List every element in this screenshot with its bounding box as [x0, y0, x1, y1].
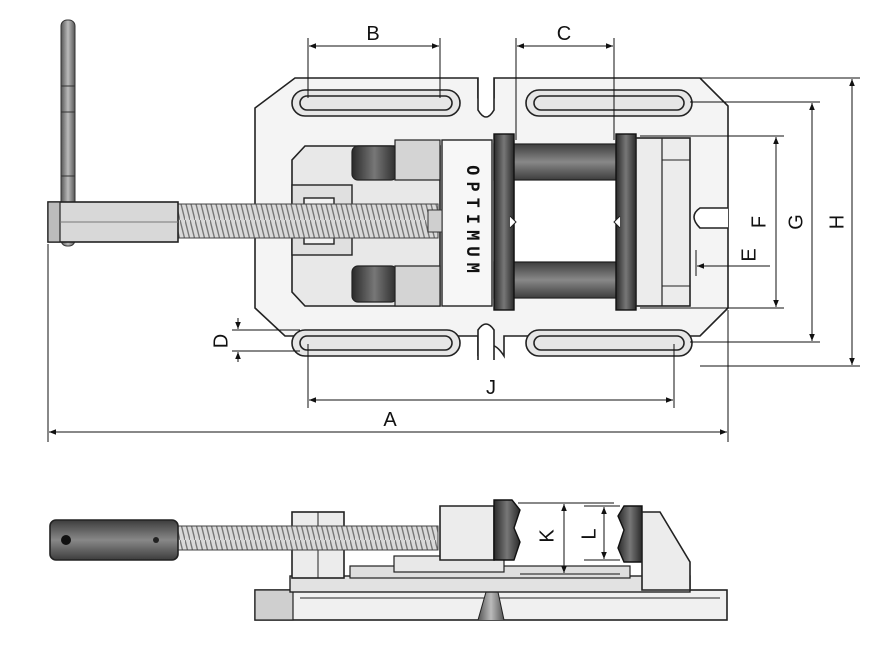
side-view-dimensions	[518, 502, 620, 575]
dim-label-h: H	[826, 215, 848, 229]
dim-label-b: B	[366, 23, 379, 45]
side-spindle-thread	[175, 525, 439, 551]
spindle-thread	[175, 203, 439, 239]
bottom-notch	[477, 323, 495, 360]
top-view: OPTIMUM	[47, 19, 729, 360]
dim-label-j: J	[486, 377, 496, 399]
brand-plate	[441, 139, 493, 307]
dim-label-e: E	[738, 248, 760, 261]
dim-label-c: C	[557, 23, 571, 45]
jaw-opening	[513, 179, 619, 263]
side-fixed-jaw-body	[641, 511, 691, 591]
fixed-jaw-body	[635, 137, 691, 307]
slot-top-left	[291, 89, 461, 117]
side-handle-nut	[49, 519, 179, 561]
right-notch	[693, 207, 728, 229]
dim-label-f: F	[748, 216, 770, 228]
side-fixed-jaw-plate	[617, 505, 643, 563]
slot-bottom-left	[291, 329, 461, 357]
side-movable-jaw-plate	[493, 499, 521, 561]
dim-label-a: A	[383, 409, 397, 431]
brand-label: OPTIMUM	[462, 165, 482, 279]
slot-bottom-right	[525, 329, 693, 357]
dim-label-k: K	[536, 529, 558, 543]
guide-block-upper	[351, 145, 398, 181]
slot-top-right	[525, 89, 693, 117]
top-view-dimensions	[47, 38, 860, 442]
handle-lever-bar	[60, 19, 76, 247]
guide-block-lower	[351, 265, 398, 303]
dim-label-l: L	[578, 528, 600, 539]
dim-label-g: G	[785, 214, 807, 230]
mounting-slots	[291, 89, 693, 357]
side-view-dimension-labels: K L	[536, 528, 600, 542]
top-view-dimension-labels: B C D E F G H J A	[210, 23, 848, 431]
side-view	[49, 499, 728, 621]
top-notch	[477, 78, 495, 118]
side-movable-jaw	[439, 505, 495, 561]
dim-label-d: D	[210, 334, 232, 348]
